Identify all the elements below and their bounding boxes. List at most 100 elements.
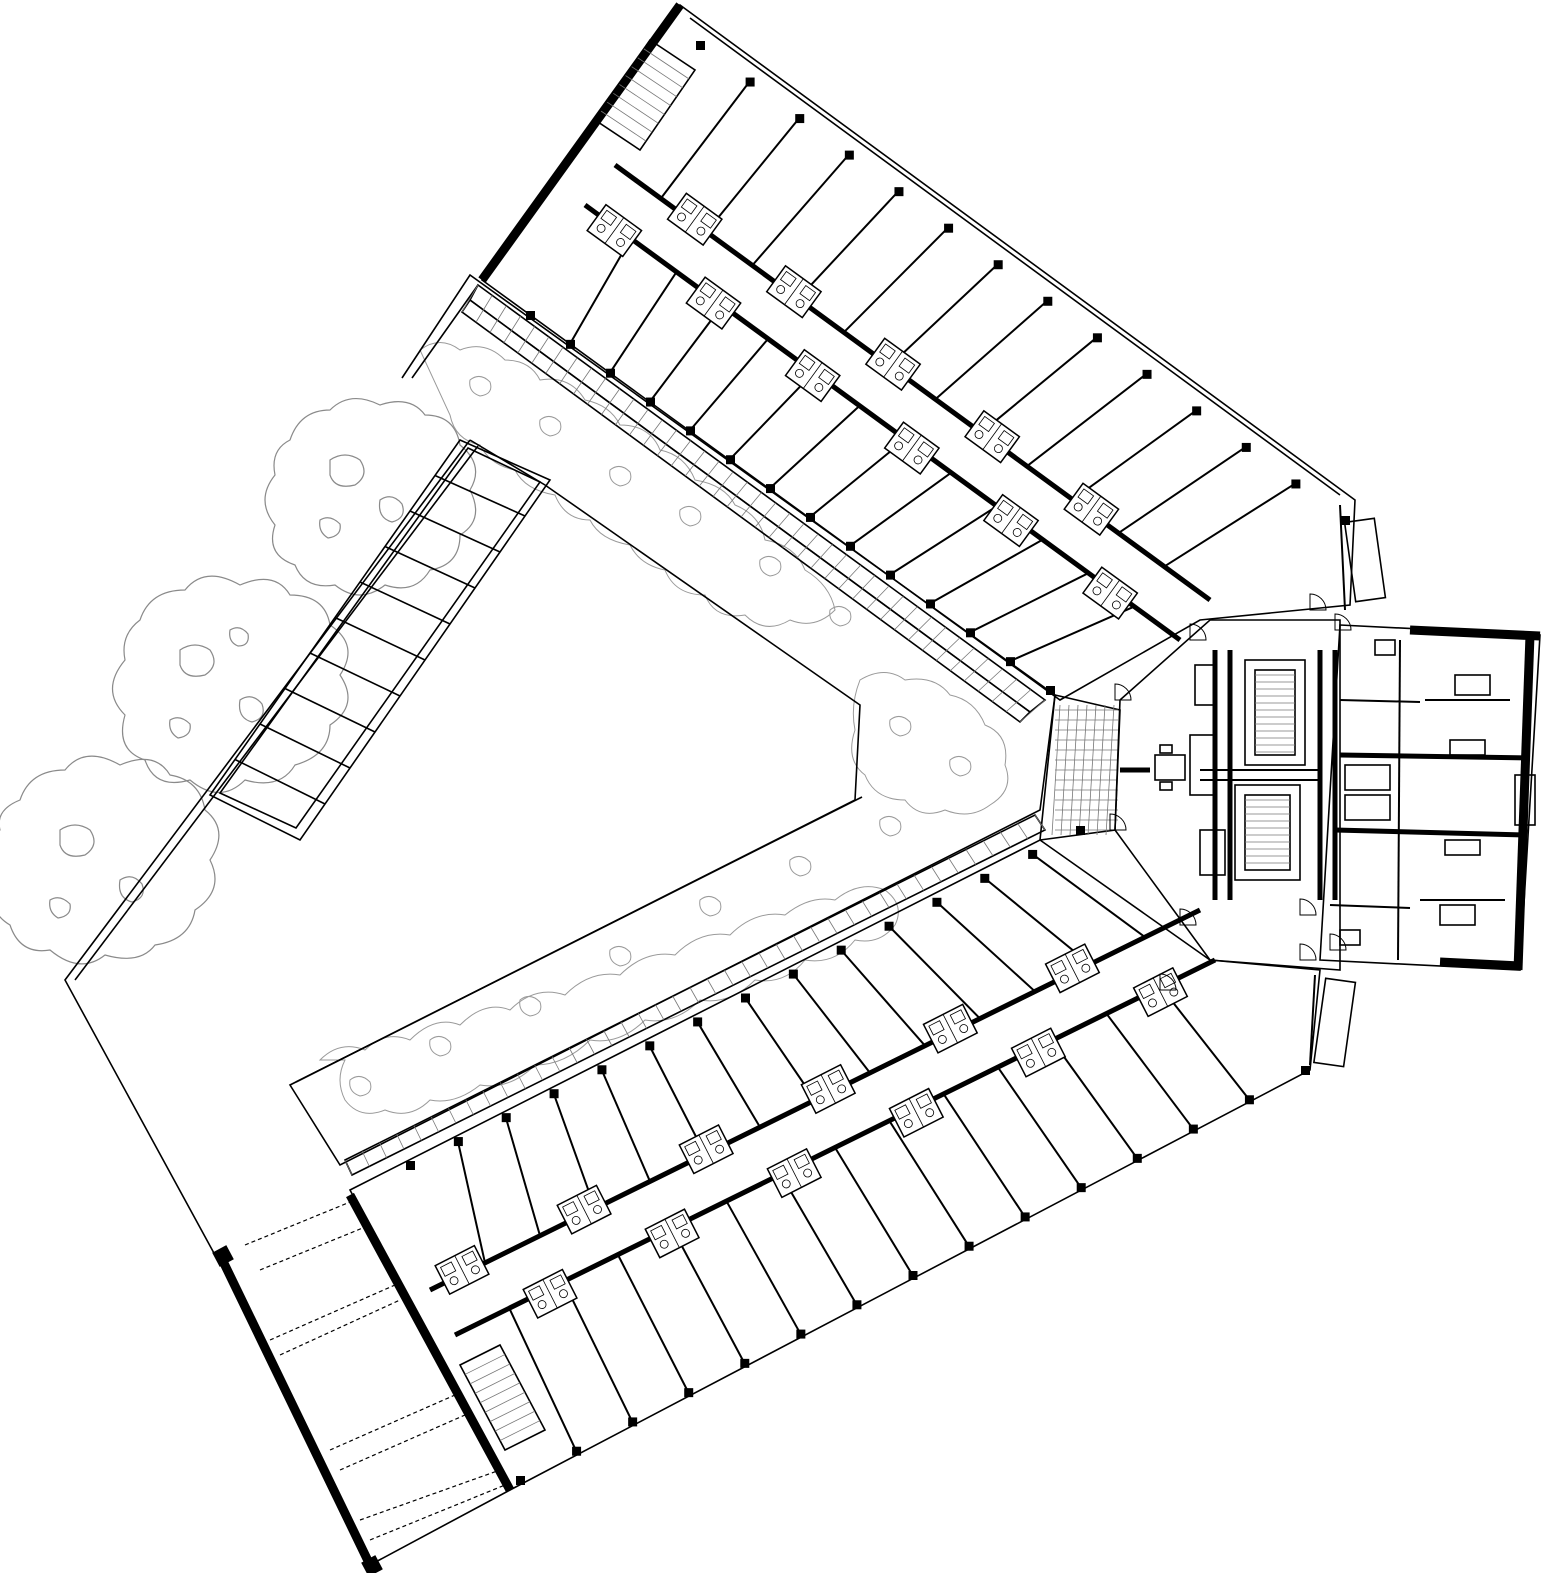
planting-strip-south [318, 816, 902, 1114]
table [1339, 929, 1361, 946]
pergola-beam [309, 652, 401, 697]
column [894, 187, 904, 197]
planting-strip-north [419, 342, 852, 627]
pergola [208, 439, 552, 842]
pergola-beam [409, 510, 501, 553]
pergola-beam [359, 581, 451, 625]
chair [1159, 781, 1173, 791]
column [908, 1271, 918, 1280]
column [684, 1388, 694, 1398]
door-swing [1189, 623, 1207, 641]
partition-wall [889, 505, 998, 576]
stair-core-upper [1244, 659, 1306, 766]
balcony [1343, 517, 1387, 603]
partition-wall [600, 1068, 651, 1182]
stair-treads [600, 48, 690, 142]
column [1076, 826, 1085, 835]
bathroom-pod [1063, 482, 1120, 537]
partition-wall [689, 338, 769, 432]
column [572, 1446, 582, 1456]
room-partitions [456, 853, 1250, 1452]
column [1142, 369, 1152, 379]
table [1374, 639, 1396, 656]
door-swing [1309, 593, 1327, 611]
column [1076, 1183, 1086, 1193]
facade-columns [526, 41, 1350, 695]
tree-canopy [0, 755, 220, 965]
column [788, 969, 798, 979]
column [645, 1041, 655, 1051]
column [844, 150, 854, 160]
tree-canopy [112, 575, 349, 793]
column [1291, 479, 1301, 489]
column [549, 1089, 559, 1099]
south-wing [346, 826, 1357, 1493]
partition-wall [696, 1020, 761, 1128]
bathroom-pod [800, 1063, 857, 1115]
partition-wall [839, 948, 926, 1047]
bathroom-pod [883, 421, 941, 475]
bathroom-pod [765, 264, 823, 319]
partition-wall [659, 80, 751, 200]
partition-wall [725, 1200, 802, 1335]
pergola-beam [434, 474, 526, 517]
column [796, 1329, 806, 1339]
column [993, 260, 1003, 270]
paved-band-north [460, 283, 1047, 724]
bathroom-pod [666, 192, 723, 247]
column [526, 311, 535, 320]
column [646, 397, 655, 407]
partition-wall [609, 271, 678, 374]
partition-wall [929, 538, 1044, 605]
bathroom-pod [888, 1087, 945, 1139]
partition-wall [751, 153, 850, 267]
partition-wall [1072, 409, 1197, 501]
east-block [1319, 624, 1541, 971]
bathroom-pod [1132, 966, 1189, 1018]
stair-treads [464, 1354, 541, 1441]
column [686, 426, 695, 436]
table [1154, 754, 1186, 781]
column [1092, 333, 1102, 343]
tree-canopy [264, 398, 477, 596]
column [846, 541, 855, 551]
partition-wall [792, 972, 871, 1074]
column [1132, 1153, 1142, 1163]
bathroom-pod [644, 1208, 701, 1259]
partition-wall [1163, 482, 1296, 568]
door-swing [1299, 943, 1317, 961]
column [1341, 516, 1350, 525]
partition-wall [779, 1173, 858, 1305]
pergola-beam [284, 687, 376, 733]
column [606, 368, 615, 378]
stair-core-lower [1234, 784, 1301, 881]
door-swings [1109, 593, 1352, 991]
facade-columns [406, 826, 1310, 1485]
column [1301, 1066, 1310, 1075]
partition-wall [849, 471, 952, 547]
column [566, 339, 575, 349]
column [741, 993, 750, 1003]
partition-wall [569, 237, 632, 345]
bathroom-pods [434, 943, 1189, 1320]
partition-wall [705, 117, 801, 233]
balcony [1312, 977, 1357, 1068]
partition-wall [934, 300, 1048, 400]
partition-wall [649, 304, 724, 403]
column [1188, 1124, 1198, 1134]
column [1028, 849, 1038, 859]
stair-treads [1245, 674, 1295, 864]
bathroom-pod [1010, 1027, 1067, 1078]
column [980, 873, 990, 883]
partition-wall [1026, 373, 1148, 467]
partition-wall [456, 1140, 486, 1264]
desk [1439, 904, 1476, 926]
door-swing [1109, 813, 1127, 831]
bathroom-pod [982, 493, 1040, 548]
column [597, 1065, 607, 1075]
column [852, 1300, 862, 1310]
pergola-beam [234, 758, 326, 805]
column [1046, 686, 1055, 695]
column [795, 114, 805, 124]
